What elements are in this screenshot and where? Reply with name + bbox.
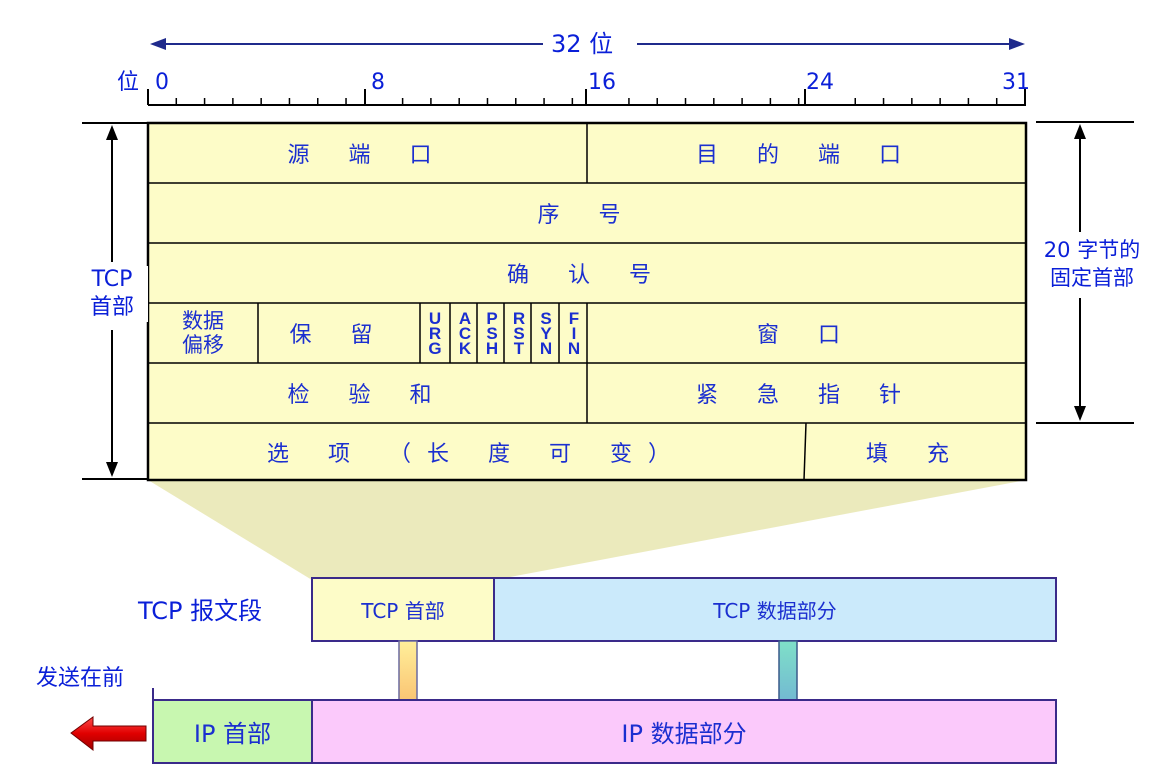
header-table [146,121,1028,482]
field-padding: 填 充 [866,441,965,467]
ip-data-label: IP 数据部分 [621,720,747,748]
tcp-segment-data-label: TCP 数据部分 [713,599,837,623]
tcp-header-side-label: TCP 首部 [76,266,148,322]
fixed-header-span-arrow [1036,121,1134,424]
field-data-offset: 数据 偏移 [148,303,258,363]
bit-tick-31: 31 [1002,70,1030,95]
field-ack-number: 确 认 号 [507,263,667,288]
field-window: 窗 口 [757,323,856,348]
fixed-header-side-label: 20 字节的 固定首部 [1030,236,1154,292]
bit-tick-24: 24 [806,70,834,95]
tcp-segment-bar [311,577,1057,642]
tcp-header-span-arrow [82,122,147,480]
data-offset-line1: 数据 [182,309,224,333]
bit-ruler [147,89,1026,106]
field-urgent-pointer: 紧 急 指 针 [696,383,917,408]
ip-header-label: IP 首部 [193,720,272,748]
fixed-header-line1: 20 字节的 [1043,238,1141,262]
bit-tick-16: 16 [588,70,616,95]
tcp-segment-header-label: TCP 首部 [361,599,445,623]
bit-unit-label: 位 [117,70,140,95]
field-destination-port: 目 的 端 口 [696,143,917,168]
send-first-label: 发送在前 [36,666,125,691]
field-reserved: 保 留 [289,323,389,348]
data-offset-line2: 偏移 [182,333,224,357]
bit-span-arrow [150,38,1025,50]
bit-ruler-minor-ticks [175,98,998,105]
tcp-header-side-line1: TCP [91,267,133,292]
ip-datagram-bar [152,699,1057,764]
bit-tick-0: 0 [155,70,169,95]
bit-width-label: 32 位 [551,30,614,58]
tcp-header-side-line2: 首部 [89,295,134,320]
field-checksum: 检 验 和 [287,383,448,408]
send-first-arrow [70,716,147,752]
fixed-header-line2: 固定首部 [1050,266,1134,290]
bit-tick-8: 8 [371,70,385,95]
field-source-port: 源 端 口 [287,143,448,168]
zoom-wedge [148,480,1026,580]
field-options: 选 项 （长 度 可 变） [267,441,686,467]
field-sequence-number: 序 号 [537,203,637,228]
tcp-segment-label: TCP 报文段 [138,597,263,625]
